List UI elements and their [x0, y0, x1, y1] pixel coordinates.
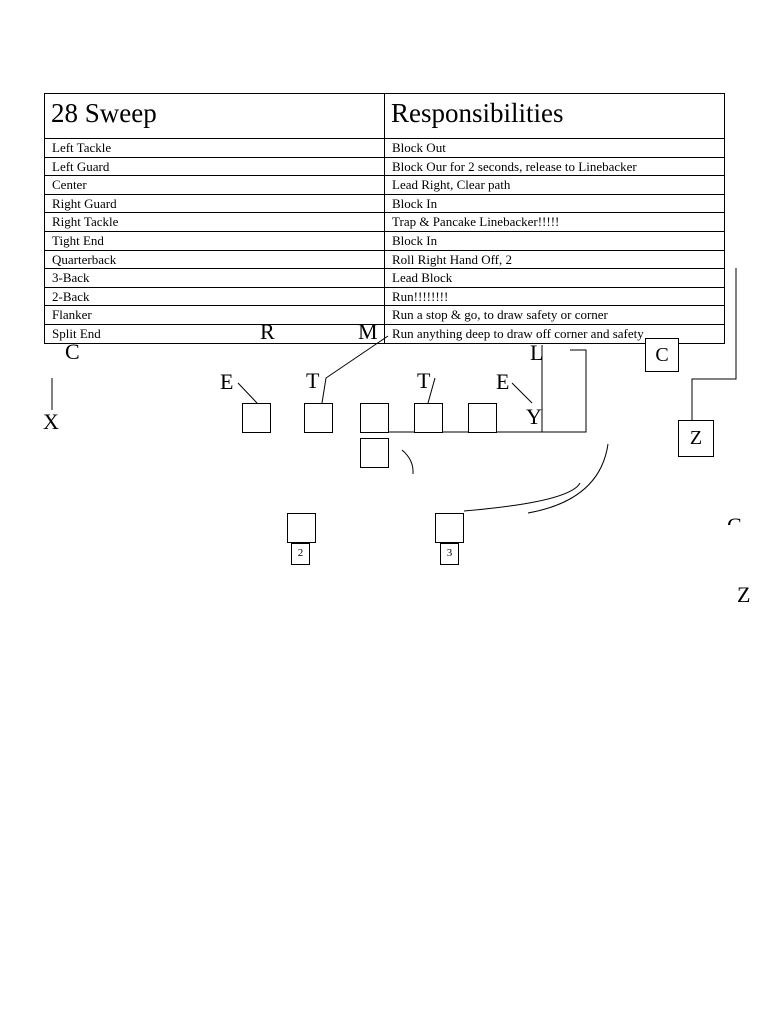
tackle-left-pointer [321, 335, 389, 404]
position-cell: 2-Back [44, 286, 385, 307]
flanker-route [691, 268, 737, 420]
position-cell: Flanker [44, 305, 385, 325]
position-cell: Right Tackle [44, 212, 385, 232]
back-2-marker [287, 513, 316, 543]
end-right-pointer [511, 382, 533, 404]
right-tackle-marker [468, 403, 497, 433]
position-cell: Split End [44, 323, 385, 344]
position-cell: Quarterback [44, 249, 385, 270]
run-curve [527, 443, 609, 514]
position-cell: Tight End [44, 230, 385, 251]
responsibility-cell: Run!!!!!!!! [384, 286, 725, 307]
linebacker-r-label: R [260, 319, 275, 344]
tight-end-block-path [490, 349, 587, 433]
tight-end-label: Y [526, 404, 542, 429]
linebacker-m-label: M [358, 319, 378, 344]
quarterback-marker [360, 438, 389, 468]
responsibility-cell: Lead Block [384, 268, 725, 288]
end-right-label: E [496, 369, 510, 394]
lead-block-curve [463, 482, 581, 512]
end-left-label: E [220, 369, 234, 394]
back-2-number: 2 [291, 543, 310, 565]
tackle-right-pointer [427, 377, 436, 404]
corner-left-label: C [65, 339, 80, 364]
end-left-pointer [237, 382, 258, 404]
linebacker-l-path [375, 345, 543, 433]
responsibility-cell: Run anything deep to draw off corner and… [384, 323, 725, 344]
center-marker [360, 403, 389, 433]
responsibilities-header: Responsibilities [384, 93, 725, 139]
play-title: 28 Sweep [44, 93, 385, 139]
left-tackle-marker [242, 403, 271, 433]
table-header-row: 28 Sweep Responsibilities [44, 93, 725, 139]
responsibility-cell: Trap & Pancake Linebacker!!!!! [384, 212, 725, 232]
margin-flanker-label: Z [737, 582, 751, 607]
margin-corner-label: C [727, 513, 742, 538]
back-3-marker [435, 513, 464, 543]
tackle-left-label: T [306, 368, 320, 393]
position-cell: Center [44, 175, 385, 195]
quarterback-roll-arc [401, 449, 414, 475]
left-guard-marker [304, 403, 333, 433]
corner-right-box: C [645, 338, 679, 372]
position-cell: 3-Back [44, 268, 385, 288]
right-guard-marker [414, 403, 443, 433]
split-end-label: X [43, 409, 59, 434]
responsibility-cell: Roll Right Hand Off, 2 [384, 249, 725, 270]
tackle-right-label: T [417, 368, 431, 393]
flanker-box: Z [678, 420, 714, 457]
responsibility-cell: Run a stop & go, to draw safety or corne… [384, 305, 725, 325]
back-3-number: 3 [440, 543, 459, 565]
linebacker-l-label: L [530, 340, 544, 365]
